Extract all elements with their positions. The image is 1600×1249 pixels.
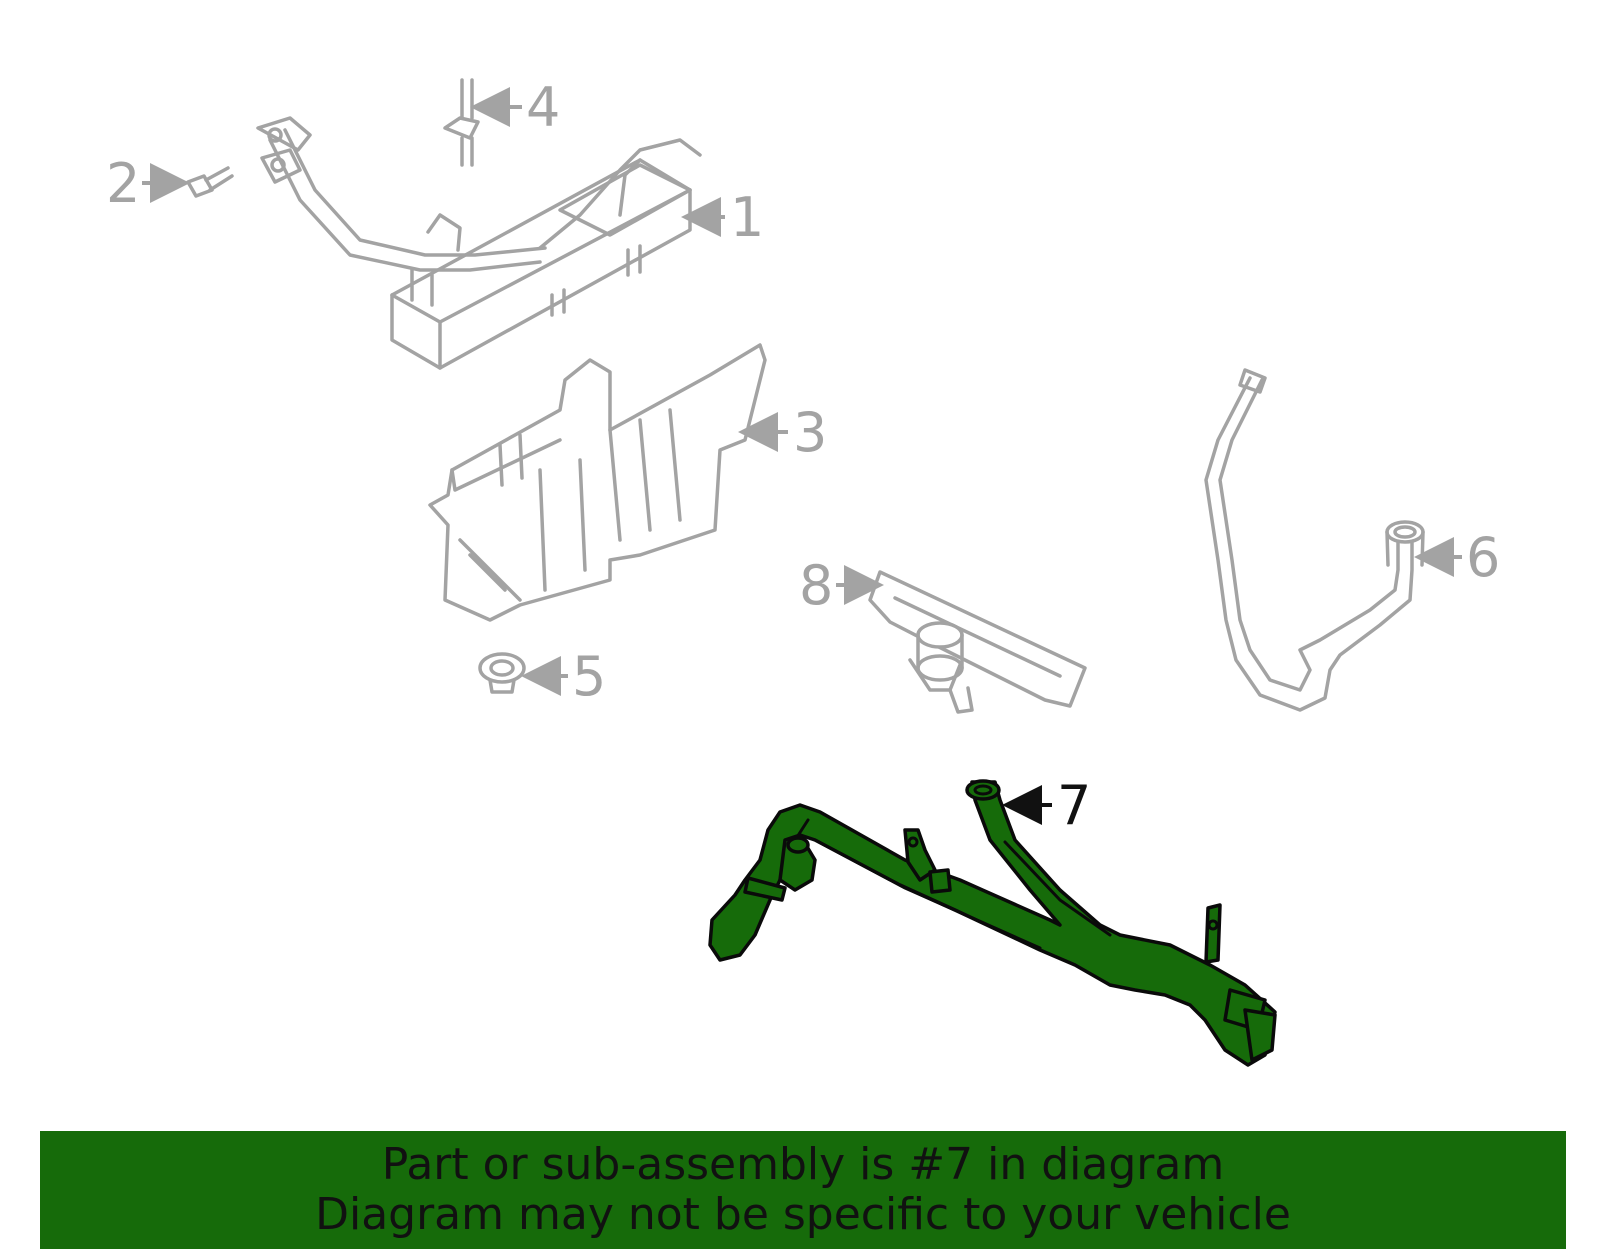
callout-1[interactable]: 1 bbox=[681, 186, 764, 249]
part-6-hose[interactable] bbox=[1204, 368, 1425, 712]
callout-8[interactable]: 8 bbox=[799, 554, 884, 617]
part-8-bracket[interactable] bbox=[868, 570, 1087, 714]
callout-6[interactable]: 6 bbox=[1414, 526, 1500, 589]
part-3-shield[interactable] bbox=[428, 343, 767, 622]
callout-label-2: 2 bbox=[106, 152, 140, 215]
banner-line-1: Part or sub-assembly is #7 in diagram bbox=[381, 1139, 1225, 1190]
callout-label-7: 7 bbox=[1057, 774, 1091, 837]
callout-label-8: 8 bbox=[799, 554, 833, 617]
callout-label-5: 5 bbox=[572, 645, 606, 708]
callout-7[interactable]: 7 bbox=[1002, 774, 1091, 837]
part-7-hose-assembly[interactable] bbox=[708, 779, 1277, 1067]
callout-5[interactable]: 5 bbox=[521, 645, 606, 708]
callout-4[interactable]: 4 bbox=[470, 76, 560, 139]
callout-label-1: 1 bbox=[730, 186, 764, 249]
callout-3[interactable]: 3 bbox=[738, 401, 827, 464]
part-2-bolt[interactable] bbox=[186, 166, 234, 198]
callout-label-4: 4 bbox=[526, 76, 560, 139]
part-4-stud[interactable] bbox=[443, 78, 480, 167]
part-1-oil-cooler[interactable] bbox=[256, 116, 702, 370]
callout-label-3: 3 bbox=[793, 401, 827, 464]
info-banner: Part or sub-assembly is #7 in diagram Di… bbox=[40, 1131, 1566, 1249]
callout-2[interactable]: 2 bbox=[106, 152, 190, 215]
part-5-nut[interactable] bbox=[478, 652, 526, 694]
banner-line-2: Diagram may not be specific to your vehi… bbox=[315, 1189, 1291, 1240]
callout-label-6: 6 bbox=[1466, 526, 1500, 589]
